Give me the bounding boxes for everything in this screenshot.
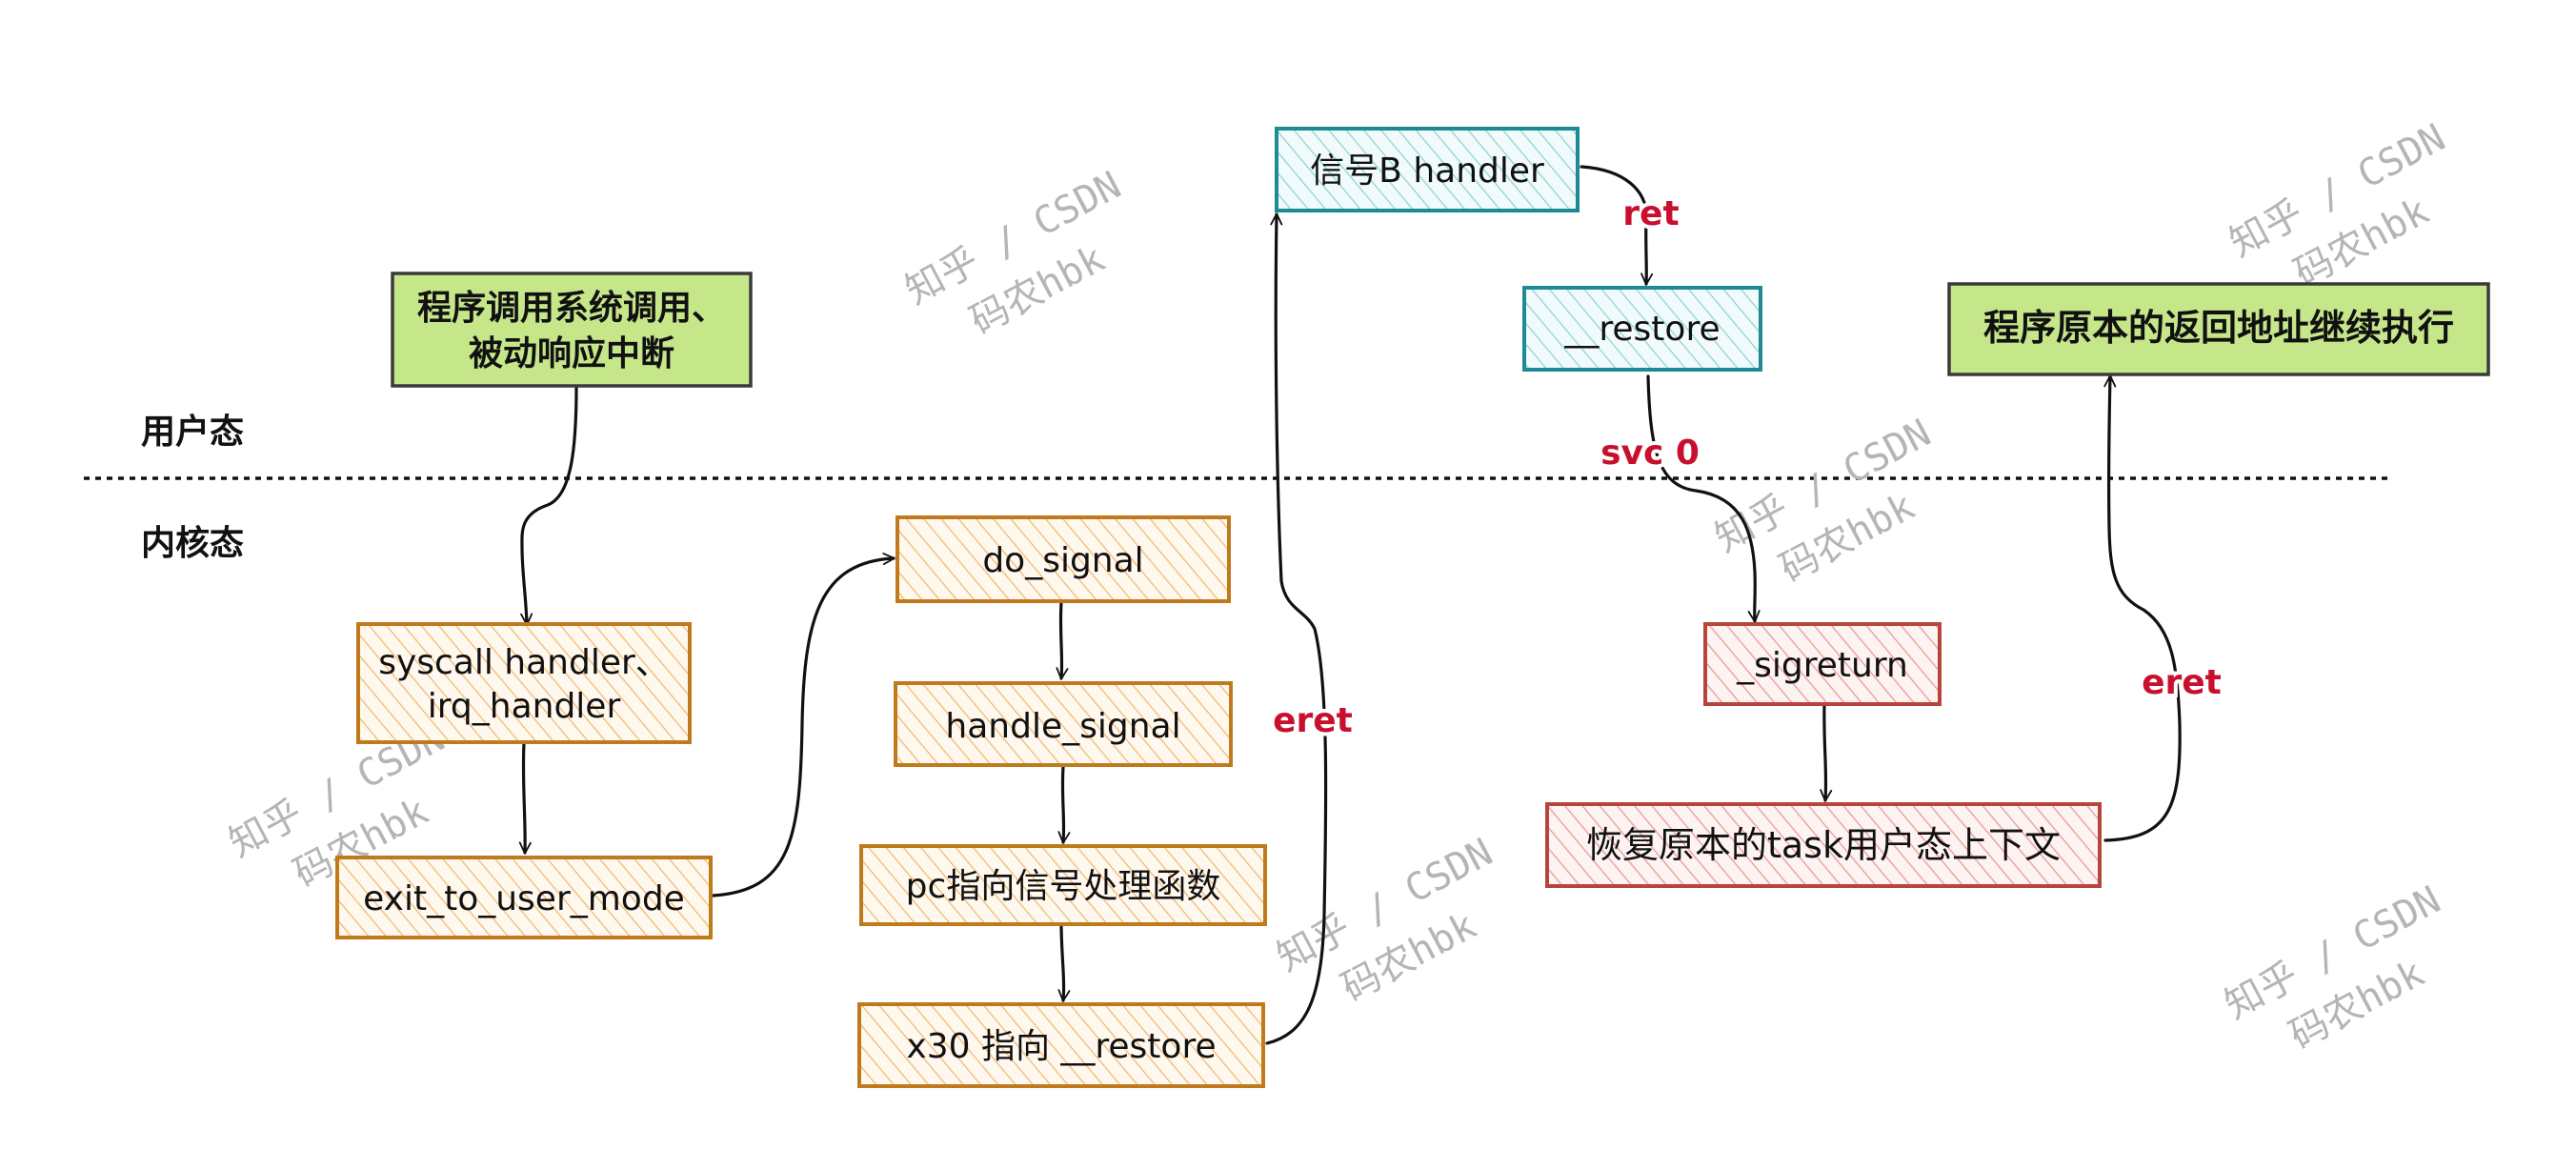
edge-restorectx-to-continue: [2103, 374, 2182, 842]
node-handlesignal-text: handle_signal: [945, 707, 1180, 746]
node-pc-text: pc指向信号处理函数: [906, 867, 1221, 906]
node-restore: __restore: [1522, 286, 1762, 372]
node-exit-to-user-mode: exit_to_user_mode: [335, 856, 713, 939]
node-sigreturn-text: _sigreturn: [1736, 646, 1908, 685]
edge-handlerb-to-restore: [1580, 165, 1654, 286]
edge-syscall-to-exit: [518, 741, 532, 855]
node-dosignal-text: do_signal: [982, 541, 1143, 580]
edge-restore-to-sigreturn: [1646, 374, 1761, 623]
edge-label-eret-2: eret: [2142, 663, 2222, 702]
node-start-line1: 程序调用系统调用、: [417, 289, 726, 328]
zone-label-kernel: 内核态: [141, 524, 244, 563]
edge-handlesignal-to-pc: [1057, 765, 1071, 844]
edge-dosignal-to-handlesignal: [1056, 600, 1069, 680]
node-pc-point: pc指向信号处理函数: [859, 844, 1267, 926]
edge-sigreturn-to-restorectx: [1820, 703, 1833, 802]
node-handlerb-text: 信号B handler: [1310, 151, 1544, 191]
edge-x30-to-handlerb: [1265, 212, 1328, 1045]
node-x30-point: x30 指向 __restore: [857, 1002, 1265, 1088]
node-syscall-line2: irq_handler: [428, 687, 621, 726]
watermark-5: 知乎 / CSDN 码农hbk: [1270, 831, 1499, 1011]
node-restore-text: __restore: [1563, 310, 1720, 349]
edge-exit-to-dosignal: [711, 553, 896, 898]
node-continue: 程序原本的返回地址继续执行: [1947, 282, 2490, 376]
edge-label-ret: ret: [1622, 194, 1679, 233]
node-syscall: syscall handler、 irq_handler: [356, 622, 692, 744]
node-exit-text: exit_to_user_mode: [363, 879, 685, 918]
node-start-line2: 被动响应中断: [469, 334, 674, 373]
watermark-6: 知乎 / CSDN 码农hbk: [2218, 878, 2447, 1059]
node-x30-text: x30 指向 __restore: [906, 1027, 1216, 1066]
node-start: 程序调用系统调用、 被动响应中断: [391, 272, 753, 388]
edge-label-eret-1: eret: [1273, 701, 1353, 740]
zone-label-user: 用户态: [141, 413, 244, 452]
edge-start-to-syscall: [520, 384, 578, 626]
watermark-1: 知乎 / CSDN 码农hbk: [898, 164, 1128, 344]
edge-label-svc: svc 0: [1600, 434, 1700, 473]
edge-pc-to-x30: [1057, 922, 1071, 1002]
watermark-3: 知乎 / CSDN 码农hbk: [1708, 412, 1938, 592]
node-sigreturn: _sigreturn: [1703, 622, 1942, 706]
node-restore-ctx: 恢复原本的task用户态上下文: [1545, 802, 2102, 888]
node-do-signal: do_signal: [896, 515, 1231, 603]
node-handler-b: 信号B handler: [1275, 127, 1580, 212]
node-syscall-line1: syscall handler、: [378, 643, 670, 682]
node-handle-signal: handle_signal: [894, 681, 1233, 767]
node-restorectx-text: 恢复原本的task用户态上下文: [1586, 824, 2061, 866]
node-continue-text: 程序原本的返回地址继续执行: [1983, 307, 2454, 349]
